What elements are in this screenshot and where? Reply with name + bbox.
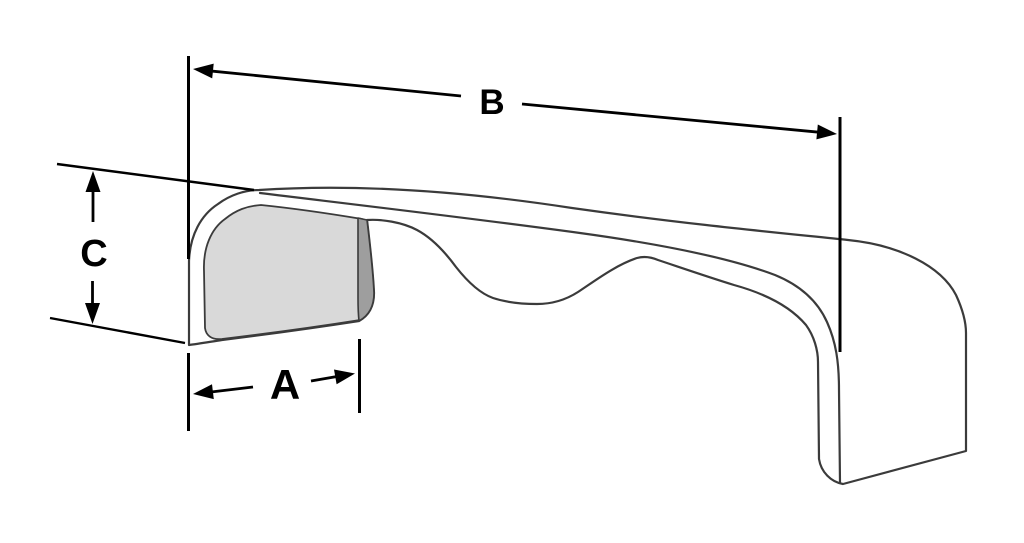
dim-b-line-right — [521, 102, 821, 134]
dim-b-arrowhead-right — [816, 124, 837, 140]
fender-edge-flange — [357, 217, 375, 322]
fender-top-bend-line — [258, 191, 842, 485]
dim-c-extension-top — [56, 162, 255, 192]
dim-c-arrowhead-down — [85, 303, 100, 324]
dim-c-label: C — [80, 233, 107, 275]
dim-a-line-right — [310, 375, 338, 383]
dim-c-arrowhead-up — [85, 171, 101, 192]
dim-a-arrowhead-right — [334, 369, 355, 385]
dim-a-label: A — [270, 361, 300, 408]
dim-a-line-left — [210, 385, 254, 394]
dim-b-label: B — [479, 83, 504, 122]
dim-b-line-left — [208, 69, 462, 98]
dim-c-extension-bottom — [49, 316, 186, 345]
dim-a-arrowhead-left — [193, 384, 214, 400]
fender-open-end-panel — [203, 204, 364, 341]
dim-b-arrowhead-left — [193, 63, 214, 79]
